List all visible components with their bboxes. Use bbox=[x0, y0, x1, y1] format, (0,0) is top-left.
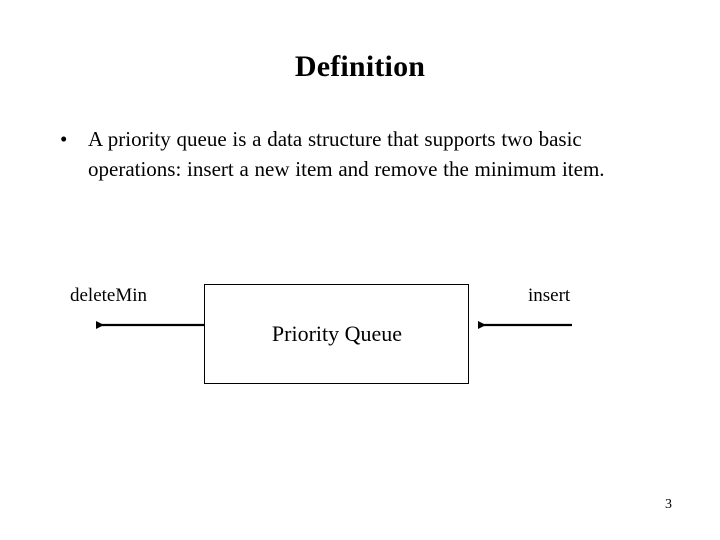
page-title: Definition bbox=[294, 50, 426, 83]
list-item: • A priority queue is a data structure t… bbox=[56, 124, 666, 184]
bullet-marker-icon: • bbox=[60, 127, 68, 151]
priority-queue-box-label: Priority Queue bbox=[271, 321, 403, 346]
priority-queue-box bbox=[204, 284, 469, 384]
page-number: 3 bbox=[665, 497, 672, 512]
delete-min-label: deleteMin bbox=[70, 285, 148, 306]
insert-label: insert bbox=[528, 285, 571, 306]
bullet-list: • A priority queue is a data structure t… bbox=[56, 124, 666, 184]
bullet-text: A priority queue is a data structure tha… bbox=[88, 127, 605, 181]
